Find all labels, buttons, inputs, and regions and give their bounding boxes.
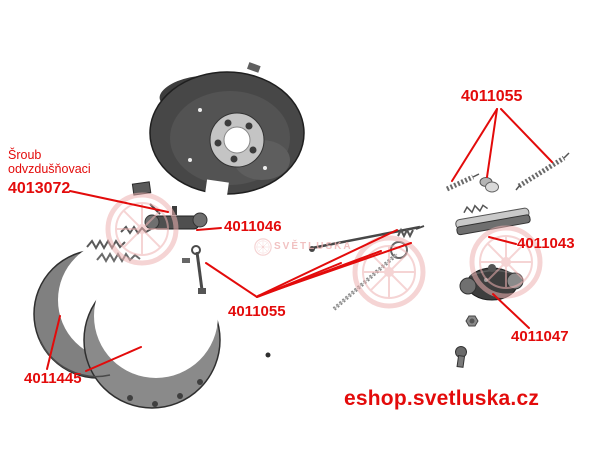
bolt-drawing	[455, 346, 467, 368]
part-label-shoe-right: 4011043	[517, 235, 575, 252]
watermark-brand-text: SVĚTLUSKA	[274, 241, 353, 252]
backing-plate-drawing	[149, 62, 305, 197]
spring-kit-top-drawing	[445, 152, 570, 193]
part-label-cylinder-front: 4011046	[224, 218, 282, 235]
callout-lines	[46, 108, 553, 372]
part-label-cylinder-rear: 4011047	[511, 328, 569, 345]
small-part-dot	[265, 352, 271, 358]
part-label-springs-top: 4011055	[461, 88, 523, 105]
brake-shoes-drawing	[33, 240, 221, 409]
part-label-springs-center: 4011055	[228, 303, 286, 320]
part-label-bleeder: 4013072	[8, 180, 71, 197]
shop-url-text: eshop.svetluska.cz	[344, 387, 540, 410]
part-label-shoes-left: 4011445	[24, 370, 82, 387]
adjuster-strut-drawing	[182, 245, 206, 294]
nut-drawing	[465, 315, 479, 327]
part-name-bleeder: Šroub odvzdušňovaci	[8, 148, 91, 176]
